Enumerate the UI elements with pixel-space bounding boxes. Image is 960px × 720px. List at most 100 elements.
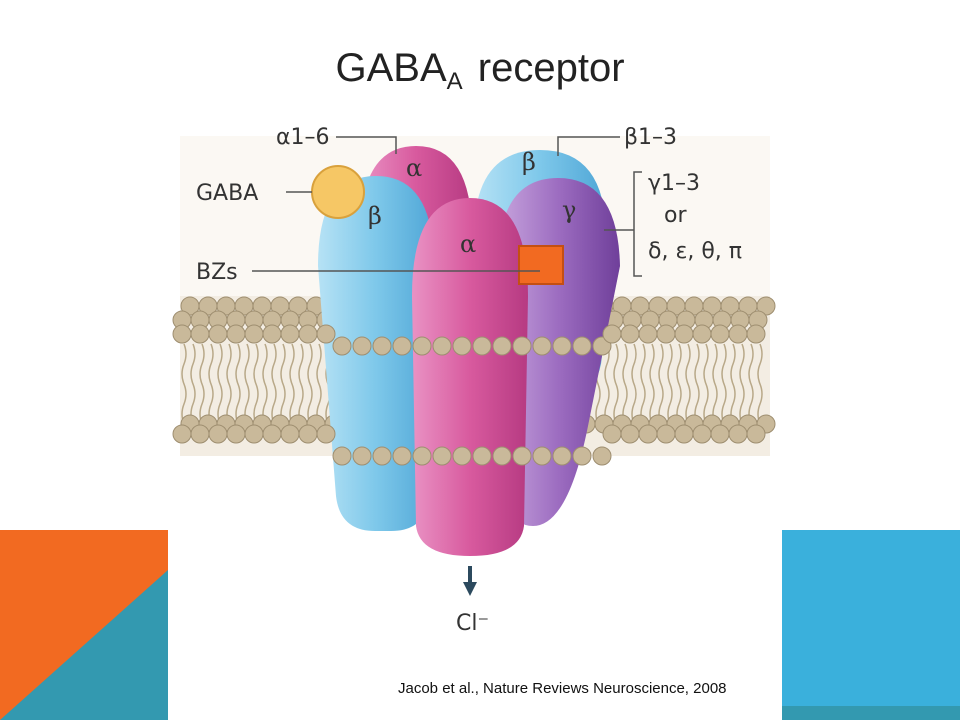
- lipid-tail: [244, 343, 250, 425]
- membrane-bead: [392, 446, 412, 466]
- membrane-bead: [372, 446, 392, 466]
- membrane-bead: [492, 446, 512, 466]
- membrane-bead: [432, 336, 452, 356]
- membrane-bead: [452, 336, 472, 356]
- membrane-bead: [710, 424, 730, 444]
- membrane-bead: [620, 424, 640, 444]
- membrane-bead: [492, 336, 512, 356]
- membrane-bead: [244, 424, 264, 444]
- membrane-bead: [638, 324, 658, 344]
- membrane-bead: [190, 324, 210, 344]
- membrane-bead: [692, 324, 712, 344]
- membrane-bead: [412, 336, 432, 356]
- membrane-bead: [392, 336, 412, 356]
- membrane-bead: [208, 324, 228, 344]
- lipid-tail: [631, 343, 637, 425]
- membrane-bead: [332, 446, 352, 466]
- lipid-tail: [712, 343, 718, 425]
- membrane-bead: [674, 324, 694, 344]
- membrane-bead: [728, 424, 748, 444]
- membrane-bead: [602, 324, 622, 344]
- chloride-label: Cl⁻: [456, 611, 489, 636]
- membrane-bead: [190, 424, 210, 444]
- membrane-bead: [638, 424, 658, 444]
- membrane-bead: [656, 424, 676, 444]
- membrane-bead: [472, 446, 492, 466]
- lipid-tail: [226, 343, 232, 425]
- lipid-tail: [217, 343, 223, 425]
- lipid-tail: [199, 343, 205, 425]
- membrane-bead: [262, 324, 282, 344]
- lipid-tail: [739, 343, 745, 425]
- lipid-tail: [271, 343, 277, 425]
- beta-range-label: β1–3: [624, 125, 677, 150]
- alternatives-label: δ, ε, θ, π: [648, 239, 742, 264]
- alpha-range-leader: [336, 136, 397, 154]
- gamma-letter: γ: [562, 196, 576, 224]
- title-rest: receptor: [466, 46, 625, 90]
- gaba-label: GABA: [196, 181, 258, 206]
- or-label: or: [664, 203, 687, 228]
- lipid-tail: [757, 343, 763, 425]
- lipid-tail: [622, 343, 628, 425]
- membrane-bead: [226, 324, 246, 344]
- membrane-bead: [280, 424, 300, 444]
- membrane-bead: [710, 324, 730, 344]
- lipid-tail: [613, 343, 619, 425]
- membrane-bead: [532, 336, 552, 356]
- chloride-arrow-head: [463, 582, 477, 596]
- title-main: GABA: [335, 46, 447, 90]
- lipid-tail: [649, 343, 655, 425]
- lipid-tail: [604, 343, 610, 425]
- membrane-bead: [692, 424, 712, 444]
- membrane-bead: [412, 446, 432, 466]
- membrane-bead: [572, 446, 592, 466]
- membrane-bead: [172, 424, 192, 444]
- beta-left-subunit: [318, 176, 434, 531]
- alpha-back-letter: α: [406, 154, 422, 182]
- membrane-bead: [352, 446, 372, 466]
- membrane-bead: [602, 424, 622, 444]
- beta-left-letter: β: [368, 202, 382, 230]
- membrane-bead: [552, 446, 572, 466]
- membrane-bead: [280, 324, 300, 344]
- gamma-range-label: γ1–3: [648, 171, 700, 196]
- lipid-tail: [730, 343, 736, 425]
- teal-corner-accent: [0, 570, 168, 720]
- membrane-bead: [316, 424, 336, 444]
- membrane-bead: [372, 336, 392, 356]
- lipid-tail: [721, 343, 727, 425]
- membrane-bead: [746, 324, 766, 344]
- lipid-tail: [298, 343, 304, 425]
- beta-range-leader: [557, 136, 620, 156]
- lipid-tail: [253, 343, 259, 425]
- membrane-bead: [262, 424, 282, 444]
- lipid-tail: [235, 343, 241, 425]
- membrane-beads-front: [172, 324, 766, 466]
- membrane-bead: [316, 324, 336, 344]
- figure-panel: α β β α γ α1–6 β1–3 GABA BZs γ1–3 or δ, …: [168, 106, 782, 706]
- citation: Jacob et al., Nature Reviews Neuroscienc…: [398, 680, 727, 697]
- lipid-tail: [289, 343, 295, 425]
- membrane-bead: [572, 336, 592, 356]
- beta-back-letter: β: [522, 148, 536, 176]
- benzodiazepine-ligand: [518, 245, 564, 285]
- lipid-tail: [307, 343, 313, 425]
- lipid-tail: [676, 343, 682, 425]
- lipid-tail: [640, 343, 646, 425]
- lipid-tail: [694, 343, 700, 425]
- lipid-tail: [658, 343, 664, 425]
- membrane-bead: [552, 336, 572, 356]
- lipid-tail: [280, 343, 286, 425]
- membrane-bead: [512, 336, 532, 356]
- membrane-bead: [298, 324, 318, 344]
- membrane-bead: [472, 336, 492, 356]
- gaba-receptor-diagram: α β β α γ α1–6 β1–3 GABA BZs γ1–3 or δ, …: [172, 125, 776, 636]
- membrane-bead: [226, 424, 246, 444]
- lipid-tail: [190, 343, 196, 425]
- membrane-bead: [728, 324, 748, 344]
- bzs-label: BZs: [196, 260, 238, 285]
- alpha-front-letter: α: [460, 230, 476, 258]
- lipid-tail: [181, 343, 187, 425]
